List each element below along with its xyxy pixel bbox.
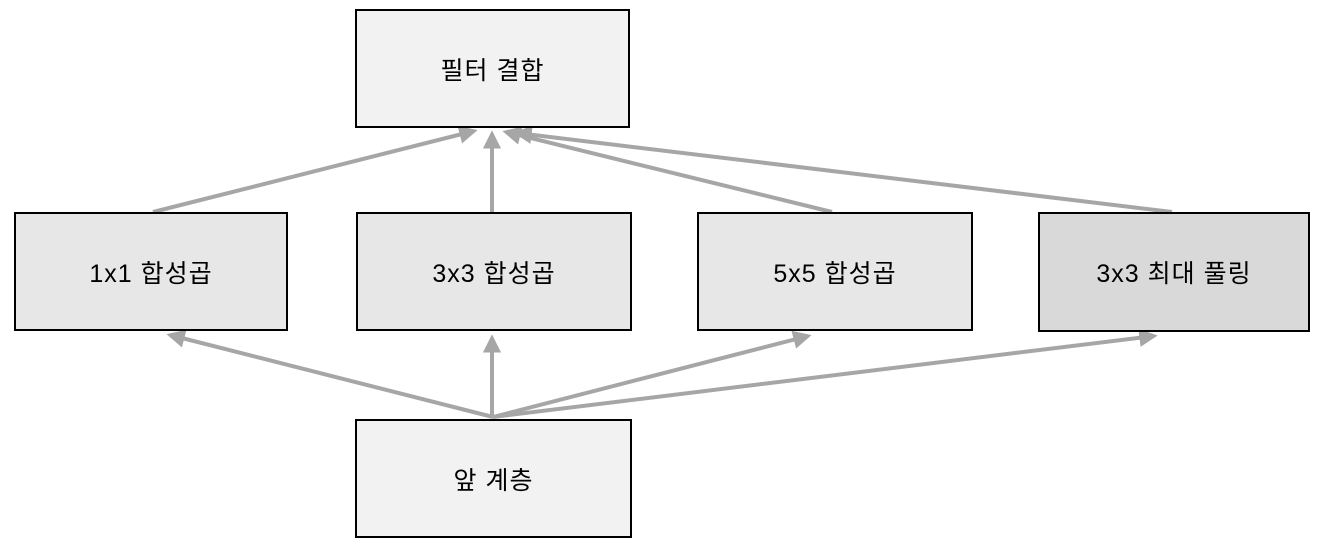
- node-prev-layer-label: 앞 계층: [453, 466, 534, 495]
- node-conv1x1: 1x1 합성곱: [14, 212, 288, 331]
- node-conv3x3-label: 3x3 합성곱: [432, 259, 556, 288]
- arrow-conv1x1-to-concat: [152, 125, 478, 214]
- node-conv5x5-label: 5x5 합성곱: [773, 259, 897, 288]
- arrow-prev-to-maxpool: [492, 328, 1158, 419]
- node-filter-concat-label: 필터 결합: [440, 56, 545, 85]
- arrow-maxpool-to-concat: [513, 125, 1173, 214]
- node-filter-concat: 필터 결합: [355, 9, 630, 128]
- node-conv3x3: 3x3 합성곱: [356, 212, 632, 331]
- arrow-prev-to-conv1x1: [166, 329, 494, 419]
- arrow-prev-to-conv5x5: [492, 330, 812, 419]
- arrow-conv5x5-to-concat: [502, 126, 833, 214]
- node-conv5x5: 5x5 합성곱: [697, 212, 973, 331]
- node-maxpool3x3-label: 3x3 최대 풀링: [1096, 260, 1252, 288]
- node-conv1x1-label: 1x1 합성곱: [89, 259, 213, 288]
- node-maxpool3x3: 3x3 최대 풀링: [1038, 212, 1310, 332]
- node-prev-layer: 앞 계층: [355, 419, 632, 538]
